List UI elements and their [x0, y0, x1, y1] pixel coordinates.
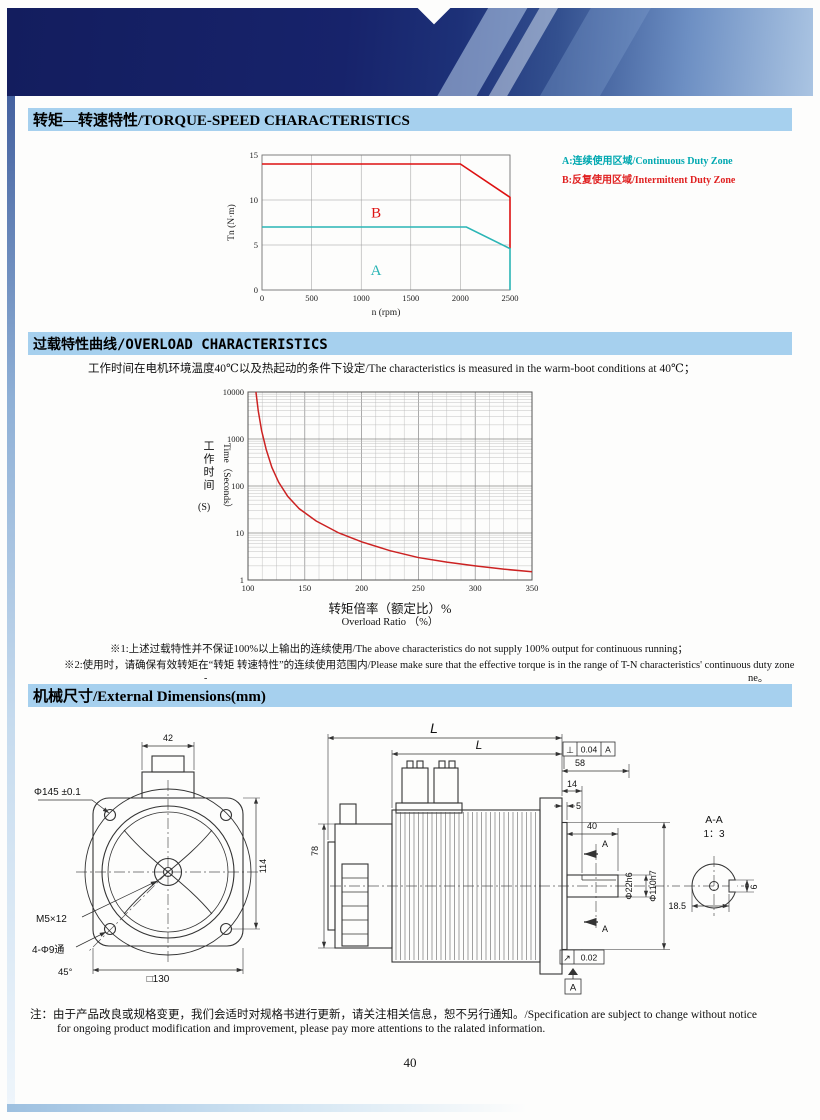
intermittent_duty_boundary — [262, 163, 511, 249]
overload-subtitle: 工作时间在电机环境温度40℃以及热起动的条件下设定/The characteri… — [88, 363, 696, 375]
x-tick-label: 2000 — [452, 293, 469, 303]
dim-length-L: L — [430, 720, 438, 736]
dim-flange-circle: Φ145 ±0.1 — [34, 787, 81, 798]
dim-40: 40 — [587, 821, 597, 831]
dim-18-5: 18.5 — [668, 901, 686, 911]
duty-zone-legend: A:连续使用区域/Continuous Duty Zone B:反复使用区域/I… — [562, 152, 735, 190]
footer-note-line2: for ongoing product modification and imp… — [57, 1023, 546, 1035]
legend-intermittent: B:反复使用区域/Intermittent Duty Zone — [562, 175, 736, 186]
x-tick-label: 300 — [469, 583, 482, 593]
tolerance-runout-value: 0.02 — [581, 953, 598, 963]
dim-78: 78 — [310, 846, 320, 856]
overload-chart: 1 10 100 1000 10000 100 150 200 250 300 350 — [223, 387, 539, 593]
dim-m5-tap: M5×12 — [36, 914, 67, 925]
section-header-overload: 过载特性曲线/OVERLOAD CHARACTERISTICS — [28, 332, 792, 355]
tolerance-perpendicularity-value: 0.04 — [581, 745, 598, 755]
y-tick-label: 15 — [250, 150, 259, 160]
leader-lines — [38, 756, 583, 950]
tolerance-runout-symbol: ↗ — [563, 953, 571, 963]
overload-note-tail: ne。 — [748, 673, 769, 684]
page-number: 40 — [403, 1055, 417, 1070]
dim-114: 114 — [258, 859, 268, 873]
x-axis-title: n (rpm) — [372, 307, 401, 318]
overload-xlabel-cn: 转矩倍率（额定比）% — [328, 602, 452, 616]
section-header-torque-speed: 转矩—转速特性/TORQUE-SPEED CHARACTERISTICS — [28, 108, 792, 131]
centerlines — [76, 780, 744, 964]
zone-label-B: B — [371, 206, 381, 222]
overload-note-1: ※1:上述过载特性并不保证100%以上输出的连续使用/The above cha… — [110, 644, 689, 655]
dim-58: 58 — [575, 758, 585, 768]
front-view — [84, 755, 252, 956]
overload-note-2: ※2:使用时，请确保有效转矩在“转矩 转速特性”的连续使用范围内/Please … — [64, 660, 795, 671]
zone-label-A: A — [371, 263, 382, 279]
dimensions-drawing: 42 Φ145 ±0.1 114 M5×12 4-Φ9通 45° □130 L … — [32, 720, 759, 995]
banner-notch — [415, 8, 453, 25]
section-title: 转矩—转速特性/TORQUE-SPEED CHARACTERISTICS — [33, 113, 410, 129]
dim-length-L2: L — [476, 738, 483, 752]
continuous_duty_boundary — [262, 226, 511, 290]
plot-border — [247, 391, 533, 581]
plot-border — [261, 154, 511, 291]
side-view — [327, 760, 619, 975]
x-tick-label: 100 — [242, 583, 255, 593]
x-tick-label: 200 — [355, 583, 368, 593]
extension-lines — [92, 734, 754, 974]
dim-spigot-diameter: Φ110h7 — [648, 870, 658, 902]
y-tick-label: 5 — [254, 240, 258, 250]
x-tick-label: 250 — [412, 583, 425, 593]
x-tick-label: 0 — [260, 293, 264, 303]
section-arrow-label-bottom: A — [602, 924, 608, 934]
tolerance-perpendicularity-symbol: ⊥ — [566, 745, 574, 755]
overload-xlabel-en: Overload Ratio （%） — [341, 617, 439, 628]
tolerance-perpendicularity-datum: A — [605, 745, 611, 755]
overload-ylabel-unit: (S) — [198, 502, 211, 513]
x-tick-label: 350 — [526, 583, 539, 593]
section-cut-arrows — [584, 849, 598, 927]
y-tick-label: 10 — [250, 195, 259, 205]
y-tick-label: 100 — [231, 481, 244, 491]
x-tick-label: 500 — [305, 293, 318, 303]
dimension-texts: 42 Φ145 ±0.1 114 M5×12 4-Φ9通 45° □130 L … — [32, 720, 759, 994]
bottom-edge-gradient — [7, 1104, 527, 1112]
y-tick-label: 10000 — [223, 387, 244, 397]
section-aa-label: A-A — [705, 814, 723, 826]
overload_curve — [255, 391, 533, 573]
y-tick-label: 10 — [236, 528, 245, 538]
y-tick-label: 1 — [240, 575, 244, 585]
section-aa-scale: 1：3 — [703, 829, 725, 840]
dim-bolt-holes: 4-Φ9通 — [32, 944, 64, 956]
left-edge-gradient — [7, 96, 15, 1104]
y-axis-title: Tn (N·m) — [226, 204, 237, 241]
section-header-dimensions: 机械尺寸/External Dimensions(mm) — [28, 684, 792, 707]
overload-ylabel-cn: 工作时间 — [202, 440, 214, 492]
overload-note-dash: - — [204, 673, 208, 684]
footer-note-line1: 注：由于产品改良或规格变更，我们会适时对规格书进行更新，请关注相关信息，恕不另行… — [30, 1009, 757, 1021]
datum-a-label: A — [570, 983, 577, 994]
legend-continuous: A:连续使用区域/Continuous Duty Zone — [562, 156, 733, 167]
dim-square-130: □130 — [147, 974, 170, 985]
dim-14: 14 — [567, 779, 577, 789]
x-tick-label: 2500 — [502, 293, 519, 303]
cooling-fins — [395, 812, 536, 960]
tolerance-frames — [559, 741, 616, 995]
x-tick-label: 1500 — [402, 293, 419, 303]
y-tick-label: 0 — [254, 285, 258, 295]
dim-keyway-6: 6 — [749, 884, 759, 889]
dim-45deg: 45° — [58, 967, 73, 978]
x-tick-label: 150 — [298, 583, 311, 593]
dim-42: 42 — [163, 733, 173, 743]
x-tick-label: 1000 — [353, 293, 370, 303]
dim-5: 5 — [576, 801, 581, 811]
top-banner — [7, 8, 813, 96]
overload-ylabel-en: Time（Seconds） — [221, 443, 231, 514]
section-title: 机械尺寸/External Dimensions(mm) — [33, 689, 266, 705]
dim-shaft-diameter: Φ22h6 — [624, 872, 634, 899]
torque-speed-chart: 0 500 1000 1500 2000 2500 0 5 10 15B An (rpm) Tn (N… — [226, 150, 519, 318]
y-tick-label: 1000 — [227, 434, 244, 444]
section-arrow-label-top: A — [602, 839, 608, 849]
dimension-lines — [93, 735, 750, 973]
section-title: 过载特性曲线/OVERLOAD CHARACTERISTICS — [33, 336, 328, 353]
